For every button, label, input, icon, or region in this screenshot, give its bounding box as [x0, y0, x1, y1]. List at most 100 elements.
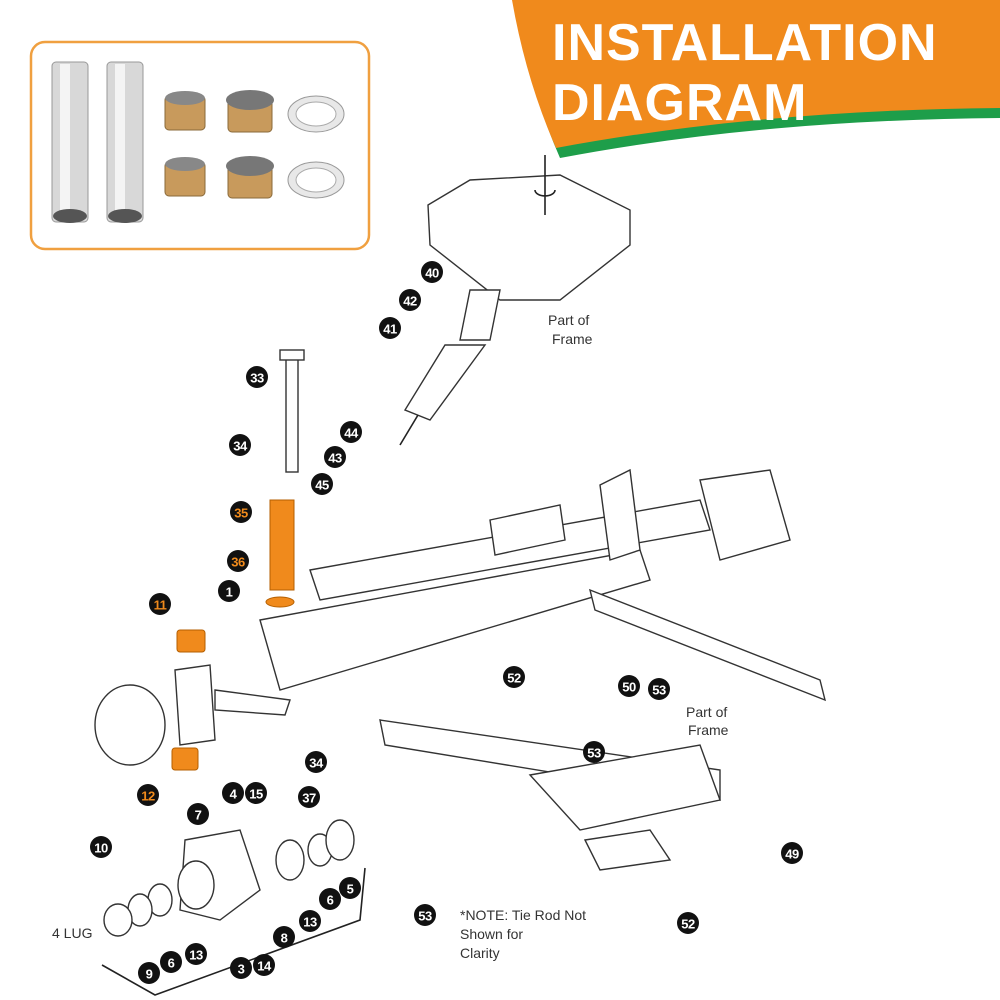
- callout-number: 52: [507, 671, 521, 686]
- hub-assembly: [101, 819, 366, 996]
- frame-lower: [528, 744, 721, 871]
- callout-34: 34: [229, 434, 251, 456]
- frame-label-upper-2: Frame: [552, 331, 593, 347]
- callout-number: 53: [418, 909, 432, 924]
- callout-number: 50: [622, 680, 636, 695]
- note-line-1: *NOTE: Tie Rod Not: [460, 907, 586, 923]
- washer: [287, 161, 345, 199]
- callout-circle: [253, 954, 275, 976]
- callout-41: 41: [379, 317, 401, 339]
- callout-49: 49: [781, 842, 803, 864]
- callout-number: 35: [234, 506, 248, 521]
- callout-10: 10: [90, 836, 112, 858]
- callout-number: 10: [94, 841, 108, 856]
- callout-circle: [781, 842, 803, 864]
- bushing: [164, 157, 206, 197]
- lug-label: 4 LUG: [52, 925, 92, 941]
- washer: [287, 95, 345, 133]
- title-banner: INSTALLATION DIAGRAM: [512, 0, 1000, 158]
- callout-circle: [222, 782, 244, 804]
- callout-number: 34: [309, 756, 324, 771]
- callout-number: 4: [230, 787, 238, 802]
- callout-4: 4: [222, 782, 244, 804]
- callout-number: 33: [250, 371, 264, 386]
- callout-circle: [273, 926, 295, 948]
- callout-40: 40: [421, 261, 443, 283]
- note-line-2: Shown for: [460, 926, 523, 942]
- callout-circle: [245, 782, 267, 804]
- callout-circle: [185, 943, 207, 965]
- callout-number: 34: [233, 439, 248, 454]
- callout-36: 36: [227, 550, 249, 572]
- callout-number: 9: [146, 967, 153, 982]
- frame-label-lower-1: Part of: [686, 704, 727, 720]
- callout-number: 53: [587, 746, 601, 761]
- banner-title-line1: INSTALLATION: [552, 14, 938, 72]
- callout-53: 53: [414, 904, 436, 926]
- callout-53: 53: [648, 678, 670, 700]
- callout-34: 34: [305, 751, 327, 773]
- callout-number: 12: [141, 789, 155, 804]
- callout-52: 52: [503, 666, 525, 688]
- callout-circle: [305, 751, 327, 773]
- callout-37: 37: [298, 786, 320, 808]
- callout-5: 5: [339, 877, 361, 899]
- callout-number: 36: [231, 555, 245, 570]
- spacer-tube-highlight: [269, 499, 295, 591]
- callout-11: 11: [149, 593, 171, 615]
- callout-35: 35: [230, 501, 252, 523]
- callout-number: 11: [154, 598, 167, 613]
- callout-number: 42: [403, 294, 417, 309]
- callout-circle: [648, 678, 670, 700]
- spacer-tube: [51, 61, 89, 223]
- callout-circle: [90, 836, 112, 858]
- callout-45: 45: [311, 473, 333, 495]
- note-line-3: Clarity: [460, 945, 500, 961]
- frame-label-upper-1: Part of: [548, 312, 589, 328]
- callout-number: 44: [344, 426, 359, 441]
- callout-7: 7: [187, 803, 209, 825]
- callout-number: 1: [226, 585, 233, 600]
- callout-number: 6: [327, 893, 334, 908]
- callout-circle: [229, 434, 251, 456]
- callout-circle: [137, 784, 159, 806]
- callout-circle: [677, 912, 699, 934]
- callout-circle: [339, 877, 361, 899]
- callout-number: 53: [652, 683, 666, 698]
- callout-circle: [218, 580, 240, 602]
- callout-circle: [340, 421, 362, 443]
- flanged-bushing: [226, 90, 274, 133]
- callout-circle: [324, 446, 346, 468]
- callout-14: 14: [253, 954, 275, 976]
- callout-circle: [319, 888, 341, 910]
- callout-6: 6: [160, 951, 182, 973]
- callout-number: 37: [302, 791, 316, 806]
- flanged-bushing: [226, 156, 274, 199]
- bushing-highlight-upper: [176, 629, 206, 653]
- kingpin-bolt: [279, 349, 305, 473]
- callout-number: 45: [315, 478, 329, 493]
- callout-number: 13: [303, 915, 317, 930]
- callout-circle: [299, 910, 321, 932]
- parts-inset: [29, 40, 371, 251]
- callout-15: 15: [245, 782, 267, 804]
- spacer-tube: [106, 61, 144, 223]
- callout-number: 14: [257, 959, 272, 974]
- callout-9: 9: [138, 962, 160, 984]
- banner-title-line2: DIAGRAM: [552, 74, 807, 132]
- callout-circle: [618, 675, 640, 697]
- callout-6: 6: [319, 888, 341, 910]
- callout-circle: [227, 550, 249, 572]
- callout-circle: [503, 666, 525, 688]
- callout-13: 13: [299, 910, 321, 932]
- callout-circle: [583, 741, 605, 763]
- callout-circle: [298, 786, 320, 808]
- callout-number: 40: [425, 266, 439, 281]
- callout-circle: [230, 501, 252, 523]
- callout-circle: [230, 957, 252, 979]
- callout-52: 52: [677, 912, 699, 934]
- callout-1: 1: [218, 580, 240, 602]
- bushing: [164, 91, 206, 131]
- callout-number: 3: [238, 962, 245, 977]
